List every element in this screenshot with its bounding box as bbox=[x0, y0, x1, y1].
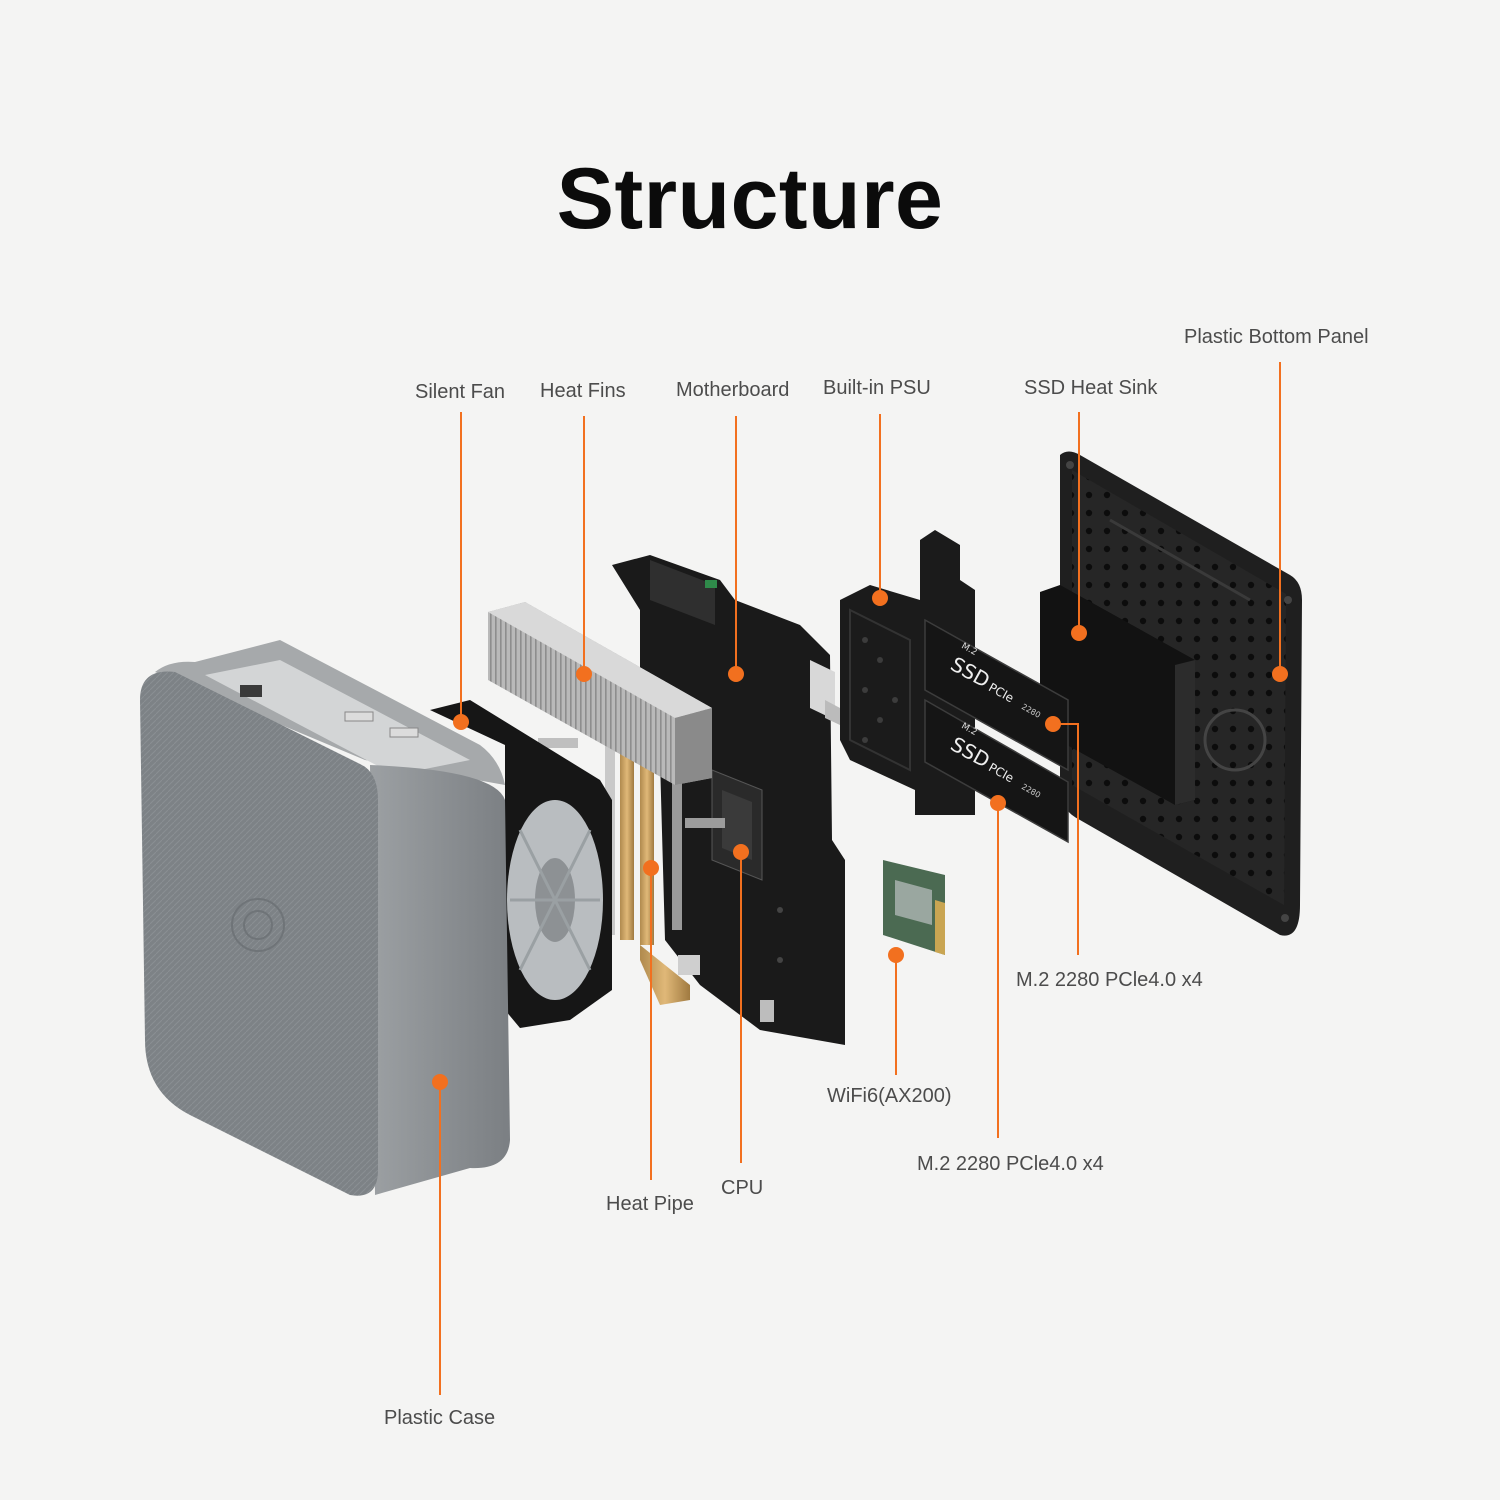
label-psu: Built-in PSU bbox=[823, 377, 931, 399]
page-title: Structure bbox=[556, 151, 944, 247]
marker-plastic-case bbox=[432, 1074, 448, 1090]
marker-ssd-heat-sink bbox=[1071, 625, 1087, 641]
label-bottom-panel: Plastic Bottom Panel bbox=[1184, 326, 1369, 348]
callout-lines bbox=[439, 362, 1281, 1395]
label-wifi: WiFi6(AX200) bbox=[827, 1085, 952, 1107]
label-ssd-heat-sink: SSD Heat Sink bbox=[1024, 377, 1158, 399]
marker-m2-upper bbox=[1045, 716, 1061, 732]
ssd-cards-illustration: M.2 SSD PCIe 2280 M.2 SSD PCIe 2280 bbox=[924, 618, 1069, 844]
label-motherboard: Motherboard bbox=[676, 379, 790, 401]
motherboard-illustration bbox=[612, 555, 845, 1045]
label-heat-pipe: Heat Pipe bbox=[606, 1193, 694, 1215]
marker-heat-fins bbox=[576, 666, 592, 682]
marker-heat-pipe bbox=[643, 860, 659, 876]
heat-fins-illustration bbox=[488, 602, 712, 785]
marker-psu bbox=[872, 590, 888, 606]
marker-wifi bbox=[888, 947, 904, 963]
marker-silent-fan bbox=[453, 714, 469, 730]
marker-m2-lower bbox=[990, 795, 1006, 811]
marker-bottom-panel bbox=[1272, 666, 1288, 682]
label-plastic-case: Plastic Case bbox=[384, 1407, 496, 1429]
plastic-case-illustration bbox=[140, 640, 510, 1196]
ssd-card-lower: M.2 SSD PCIe 2280 bbox=[924, 698, 1069, 844]
wifi-card-illustration bbox=[883, 860, 945, 955]
marker-motherboard bbox=[728, 666, 744, 682]
marker-cpu bbox=[733, 844, 749, 860]
callout-markers bbox=[432, 590, 1288, 1090]
label-cpu: CPU bbox=[721, 1177, 764, 1199]
callout-line-m2-upper bbox=[1053, 723, 1079, 955]
label-m2-upper: M.2 2280 PCle4.0 x4 bbox=[1016, 969, 1203, 991]
ssd-card-upper: M.2 SSD PCIe 2280 bbox=[924, 618, 1069, 772]
label-m2-lower: M.2 2280 PCle4.0 x4 bbox=[917, 1153, 1104, 1175]
label-heat-fins: Heat Fins bbox=[540, 380, 626, 402]
label-silent-fan: Silent Fan bbox=[415, 381, 506, 403]
silent-fan-illustration bbox=[430, 700, 612, 1028]
